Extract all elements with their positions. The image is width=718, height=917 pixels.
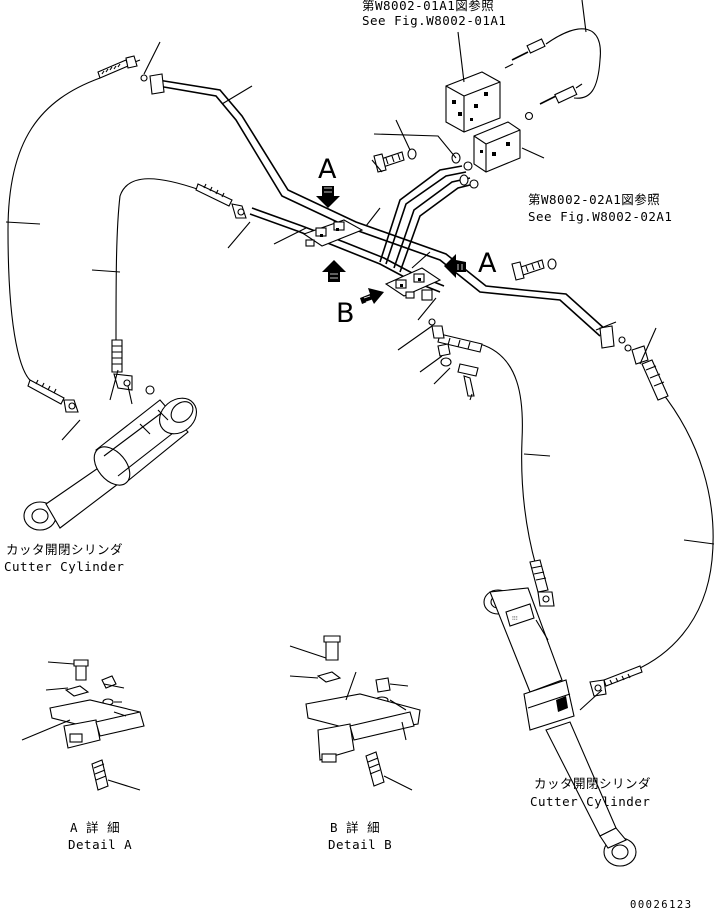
valve-block-upper xyxy=(445,71,501,133)
hose-left-outer xyxy=(7,59,141,385)
ref1-jp-label: 第W8002-01A1図参照 xyxy=(362,0,494,13)
detail-b-en-label: Detail B xyxy=(328,837,392,852)
detail-a-drawing xyxy=(21,659,145,791)
svg-text:⁝⁝⁝: ⁝⁝⁝ xyxy=(512,615,518,622)
hose-top-right-loop xyxy=(545,28,601,99)
cutter-cylinder-left xyxy=(23,385,198,531)
bolt-upper xyxy=(373,148,417,173)
view-letter-b: B xyxy=(336,298,355,329)
tube-upper xyxy=(140,73,626,349)
valve-fittings xyxy=(504,38,583,121)
bolt-lower xyxy=(437,343,479,397)
hose-right-outer xyxy=(619,389,714,677)
hose-fitting-left-inner-low xyxy=(111,339,133,391)
hose-fitting-right-outer-top xyxy=(624,344,669,401)
valve-block-lower xyxy=(473,121,521,173)
view-letter-a-top: A xyxy=(318,154,337,185)
right-cylinder-en-label: Cutter Cylinder xyxy=(530,794,650,809)
hose-fitting-right-low xyxy=(529,559,555,607)
detail-a-jp-label: A 詳 細 xyxy=(70,820,120,835)
right-cylinder-jp-label: カッタ開閉シリンダ xyxy=(534,776,651,791)
left-cylinder-en-label: Cutter Cylinder xyxy=(4,559,124,574)
view-letter-a-right: A xyxy=(478,248,497,279)
detail-b-jp-label: B 詳 細 xyxy=(330,820,380,835)
detail-a-en-label: Detail A xyxy=(68,837,132,852)
hose-fitting-left-top xyxy=(97,55,138,79)
hose-fitting-left-mid xyxy=(195,183,247,219)
drawing-number: 00026123 xyxy=(630,899,693,911)
hose-fitting-left-low xyxy=(27,379,79,413)
ref2-en-label: See Fig.W8002-02A1 xyxy=(528,209,672,224)
detail-b-drawing xyxy=(289,635,421,791)
left-cylinder-jp-label: カッタ開閉シリンダ xyxy=(6,542,123,557)
cutter-cylinder-right: ⁝⁝⁝ xyxy=(483,587,637,867)
clamp-b-on-tube xyxy=(384,267,442,301)
view-arrow-a-right xyxy=(444,254,466,278)
hose-left-inner xyxy=(115,178,201,341)
hose-right-lower xyxy=(479,343,537,567)
hose-fitting-right-lower-top xyxy=(428,318,483,353)
leader-lines xyxy=(5,0,715,711)
view-arrow-a-left xyxy=(322,260,346,282)
ref1-en-label: See Fig.W8002-01A1 xyxy=(362,13,506,28)
hose-fitting-right-outer-low xyxy=(589,665,643,697)
clamp-a-on-tube xyxy=(302,219,364,247)
ref2-jp-label: 第W8002-02A1図参照 xyxy=(528,192,660,207)
bolt-right xyxy=(511,258,557,281)
view-arrow-a-top xyxy=(316,186,340,208)
view-arrow-b xyxy=(360,288,384,304)
